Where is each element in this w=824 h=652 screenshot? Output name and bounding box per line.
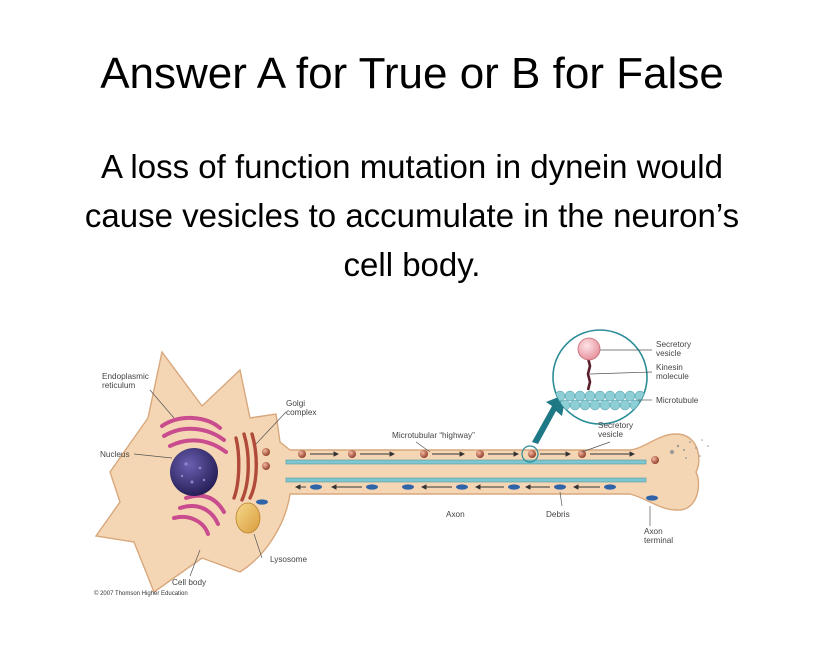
label-endoplasmic-reticulum-1: Endoplasmic — [102, 372, 149, 381]
label-lysosome: Lysosome — [270, 555, 307, 564]
secretory-vesicles-anterograde — [262, 448, 659, 470]
neuron-transport-diagram: Endoplasmic reticulum Nucleus Golgi comp… — [94, 329, 709, 597]
endoplasmic-reticulum — [160, 415, 228, 536]
label-nucleus: Nucleus — [100, 450, 130, 459]
debris-retrograde — [256, 484, 658, 505]
label-endoplasmic-reticulum-2: reticulum — [102, 381, 135, 390]
secretory-vesicle-inset — [577, 337, 601, 361]
label-secretory-vesicle-2: vesicle — [598, 430, 623, 439]
question-text: A loss of function mutation in dynein wo… — [52, 142, 772, 289]
microtubule-lower — [285, 477, 647, 483]
label-leaders — [133, 349, 653, 577]
question-line-3: cell body. — [343, 246, 481, 283]
label-kinesin-1: Kinesin — [656, 363, 683, 372]
label-secretory-vesicle-inset-1: Secretory — [656, 340, 692, 349]
label-axon-terminal-1: Axon — [644, 527, 663, 536]
slide-title: Answer A for True or B for False — [100, 49, 724, 98]
zoom-inset — [552, 329, 648, 425]
question-line-1: A loss of function mutation in dynein wo… — [101, 148, 723, 185]
label-golgi-1: Golgi — [286, 399, 305, 408]
nucleus — [170, 448, 218, 496]
highlighted-vesicle — [521, 445, 539, 463]
zoom-arrow — [532, 394, 566, 444]
question-line-2: cause vesicles to accumulate in the neur… — [84, 197, 740, 234]
label-golgi-2: complex — [286, 408, 317, 417]
label-microtubule: Microtubule — [656, 396, 699, 405]
retrograde-arrows — [294, 484, 600, 490]
label-secretory-vesicle-1: Secretory — [598, 421, 634, 430]
golgi-complex — [232, 432, 258, 502]
secretion-dots — [670, 439, 709, 459]
label-axon-terminal-2: terminal — [644, 536, 673, 545]
microtubule-upper — [285, 459, 647, 465]
label-debris: Debris — [546, 510, 570, 519]
label-axon: Axon — [446, 510, 465, 519]
copyright-notice: © 2007 Thomson Higher Education — [94, 590, 188, 597]
label-microtubular-highway: Microtubular “highway” — [392, 431, 475, 440]
label-cell-body: Cell body — [172, 578, 207, 587]
kinesin-molecule — [586, 357, 592, 391]
lysosome — [235, 502, 261, 534]
anterograde-arrows — [310, 451, 636, 457]
label-kinesin-2: molecule — [656, 372, 689, 381]
label-secretory-vesicle-inset-2: vesicle — [656, 349, 681, 358]
